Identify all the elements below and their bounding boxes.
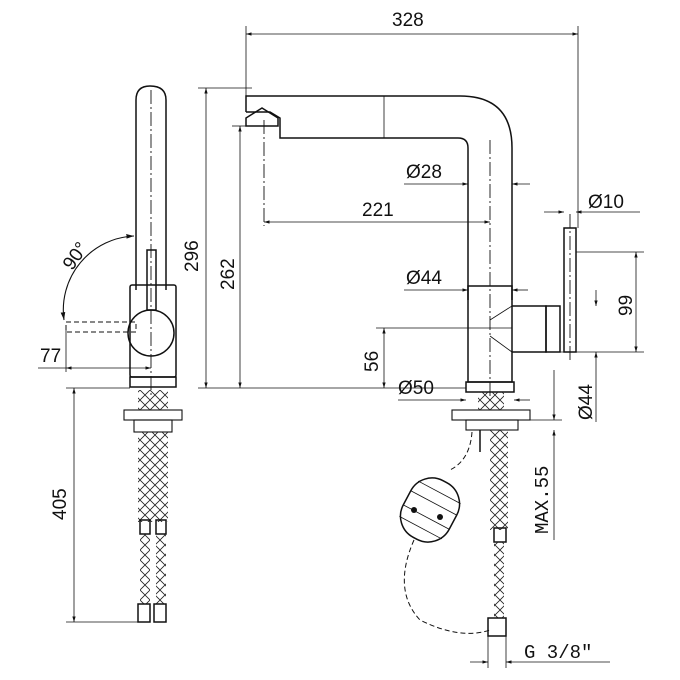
spout-height-label: 262 — [218, 258, 239, 290]
front-hose-b — [494, 542, 504, 618]
deck-thickness-label: MAX.55 — [532, 466, 554, 534]
spout-diameter-label: Ø28 — [406, 162, 442, 183]
pull-hose-lower — [403, 539, 491, 634]
counterweight-rib-4 — [418, 480, 461, 504]
side-spout-outline — [135, 85, 167, 290]
pull-hose-upper — [449, 431, 473, 471]
offset-label: 77 — [40, 346, 61, 367]
angle-label: 90° — [59, 239, 93, 275]
side-base — [129, 376, 177, 388]
counterweight-screw-2 — [437, 514, 443, 520]
side-hose-c — [156, 534, 166, 604]
handle-connector — [512, 305, 547, 353]
counterweight — [399, 477, 461, 543]
front-mount-plate — [451, 409, 531, 421]
counterweight-screw-1 — [411, 507, 417, 513]
side-hose-end-1 — [137, 603, 151, 623]
front-hose-fitting — [493, 527, 507, 543]
side-handle — [146, 249, 157, 311]
body-detail — [489, 305, 513, 353]
counterweight-rib-3 — [410, 490, 457, 516]
counterweight-rib-2 — [403, 504, 450, 530]
angle-arc — [60, 234, 135, 321]
front-spout-outline — [245, 95, 513, 300]
thread-label: G 3/8" — [524, 642, 592, 664]
overall-height-label: 296 — [182, 240, 203, 272]
handle-cap — [545, 305, 561, 353]
side-hose-a — [138, 432, 168, 522]
side-mount-nut — [133, 419, 173, 433]
side-mount-plate — [123, 409, 183, 421]
reach-label: 221 — [362, 200, 394, 221]
side-hose-fitting-2 — [155, 519, 167, 535]
overall-width-label: 328 — [392, 10, 424, 31]
counterweight-rib-1 — [399, 516, 442, 540]
front-hose-top — [478, 392, 504, 410]
side-hose-b — [140, 534, 150, 604]
side-hose-top — [138, 390, 168, 410]
side-view: 90° 77 405 — [38, 85, 183, 623]
front-hose-end — [487, 617, 507, 637]
side-body — [129, 284, 177, 378]
front-hose-a — [490, 430, 508, 530]
lever-height-label: 56 — [362, 351, 383, 372]
spray-head — [245, 107, 279, 127]
front-view: 328 296 262 221 Ø28 Ø10 Ø44 99 Ø44 — [182, 10, 644, 668]
base-diameter-label: Ø50 — [398, 378, 434, 399]
counterweight-body — [399, 477, 461, 543]
side-hose-end-2 — [153, 603, 167, 623]
side-body-circle — [127, 309, 175, 357]
handle-diameter-label: Ø10 — [588, 192, 624, 213]
hose-length-label: 405 — [50, 488, 71, 520]
handle-body-diameter-label: Ø44 — [576, 384, 597, 420]
body-diameter-label: Ø44 — [406, 268, 442, 289]
front-mount-nut — [465, 419, 519, 431]
side-hose-fitting-1 — [139, 519, 151, 535]
side-handle-rotated — [65, 321, 137, 333]
handle-height-label: 99 — [616, 295, 637, 316]
